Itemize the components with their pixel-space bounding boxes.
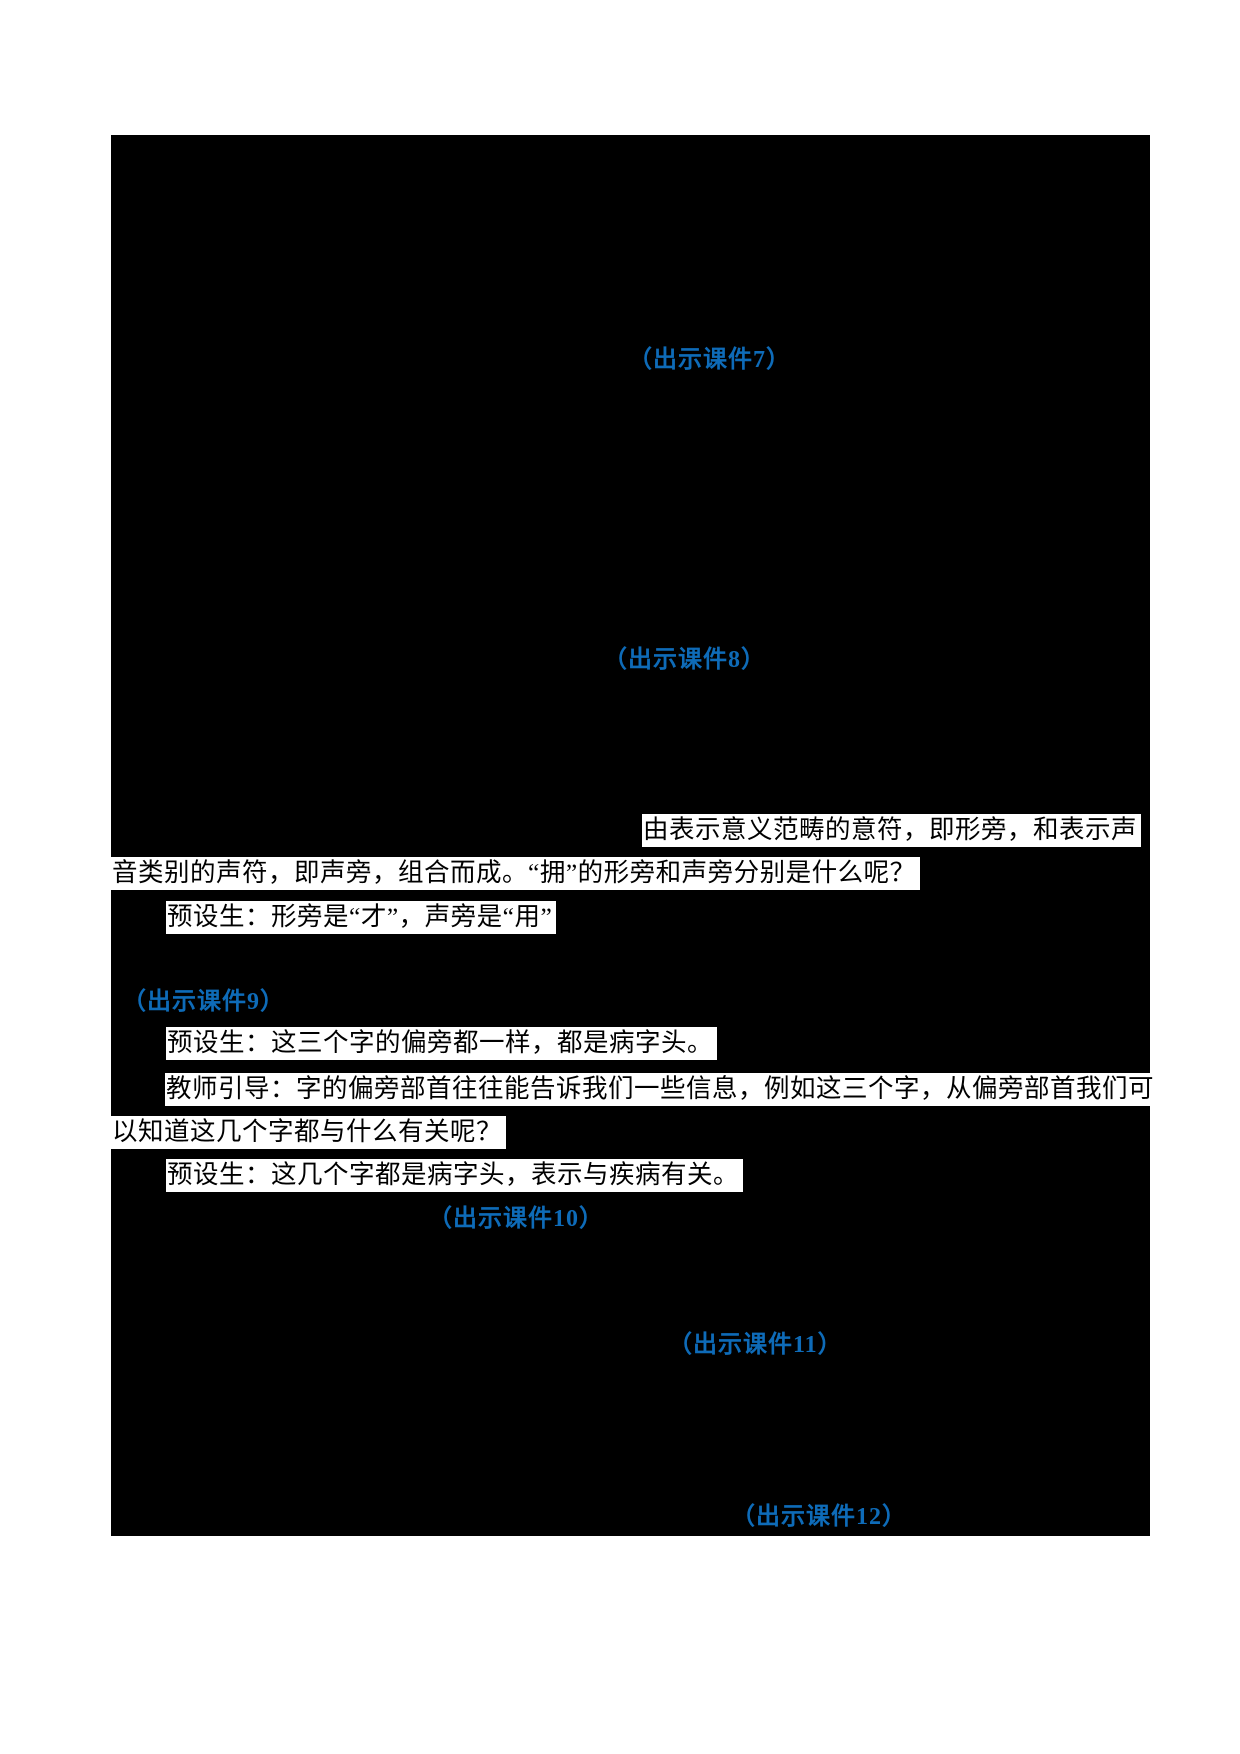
courseware-cue-8: （出示课件8） xyxy=(603,647,766,673)
courseware-cue-7: （出示课件7） xyxy=(628,347,791,373)
highlight-line-5: 教师引导：字的偏旁部首往往能告诉我们一些信息，例如这三个字，从偏旁部首我们可 xyxy=(165,1073,1159,1106)
courseware-cue-11: （出示课件11） xyxy=(668,1332,843,1358)
courseware-cue-12: （出示课件12） xyxy=(731,1504,907,1530)
highlight-line-3: 预设生：形旁是“才”，声旁是“用” xyxy=(166,901,557,934)
highlight-line-7: 预设生：这几个字都是病字头，表示与疾病有关。 xyxy=(166,1159,744,1192)
highlight-line-2: 音类别的声符，即声旁，组合而成。“拥”的形旁和声旁分别是什么呢？ xyxy=(111,857,920,890)
highlight-line-6: 以知道这几个字都与什么有关呢？ xyxy=(111,1116,507,1149)
courseware-cue-10: （出示课件10） xyxy=(428,1206,604,1232)
courseware-cue-9: （出示课件9） xyxy=(122,989,285,1015)
highlight-line-1: 由表示意义范畴的意符，即形旁，和表示声 xyxy=(642,814,1142,847)
highlight-line-4: 预设生：这三个字的偏旁都一样，都是病字头。 xyxy=(166,1027,718,1060)
